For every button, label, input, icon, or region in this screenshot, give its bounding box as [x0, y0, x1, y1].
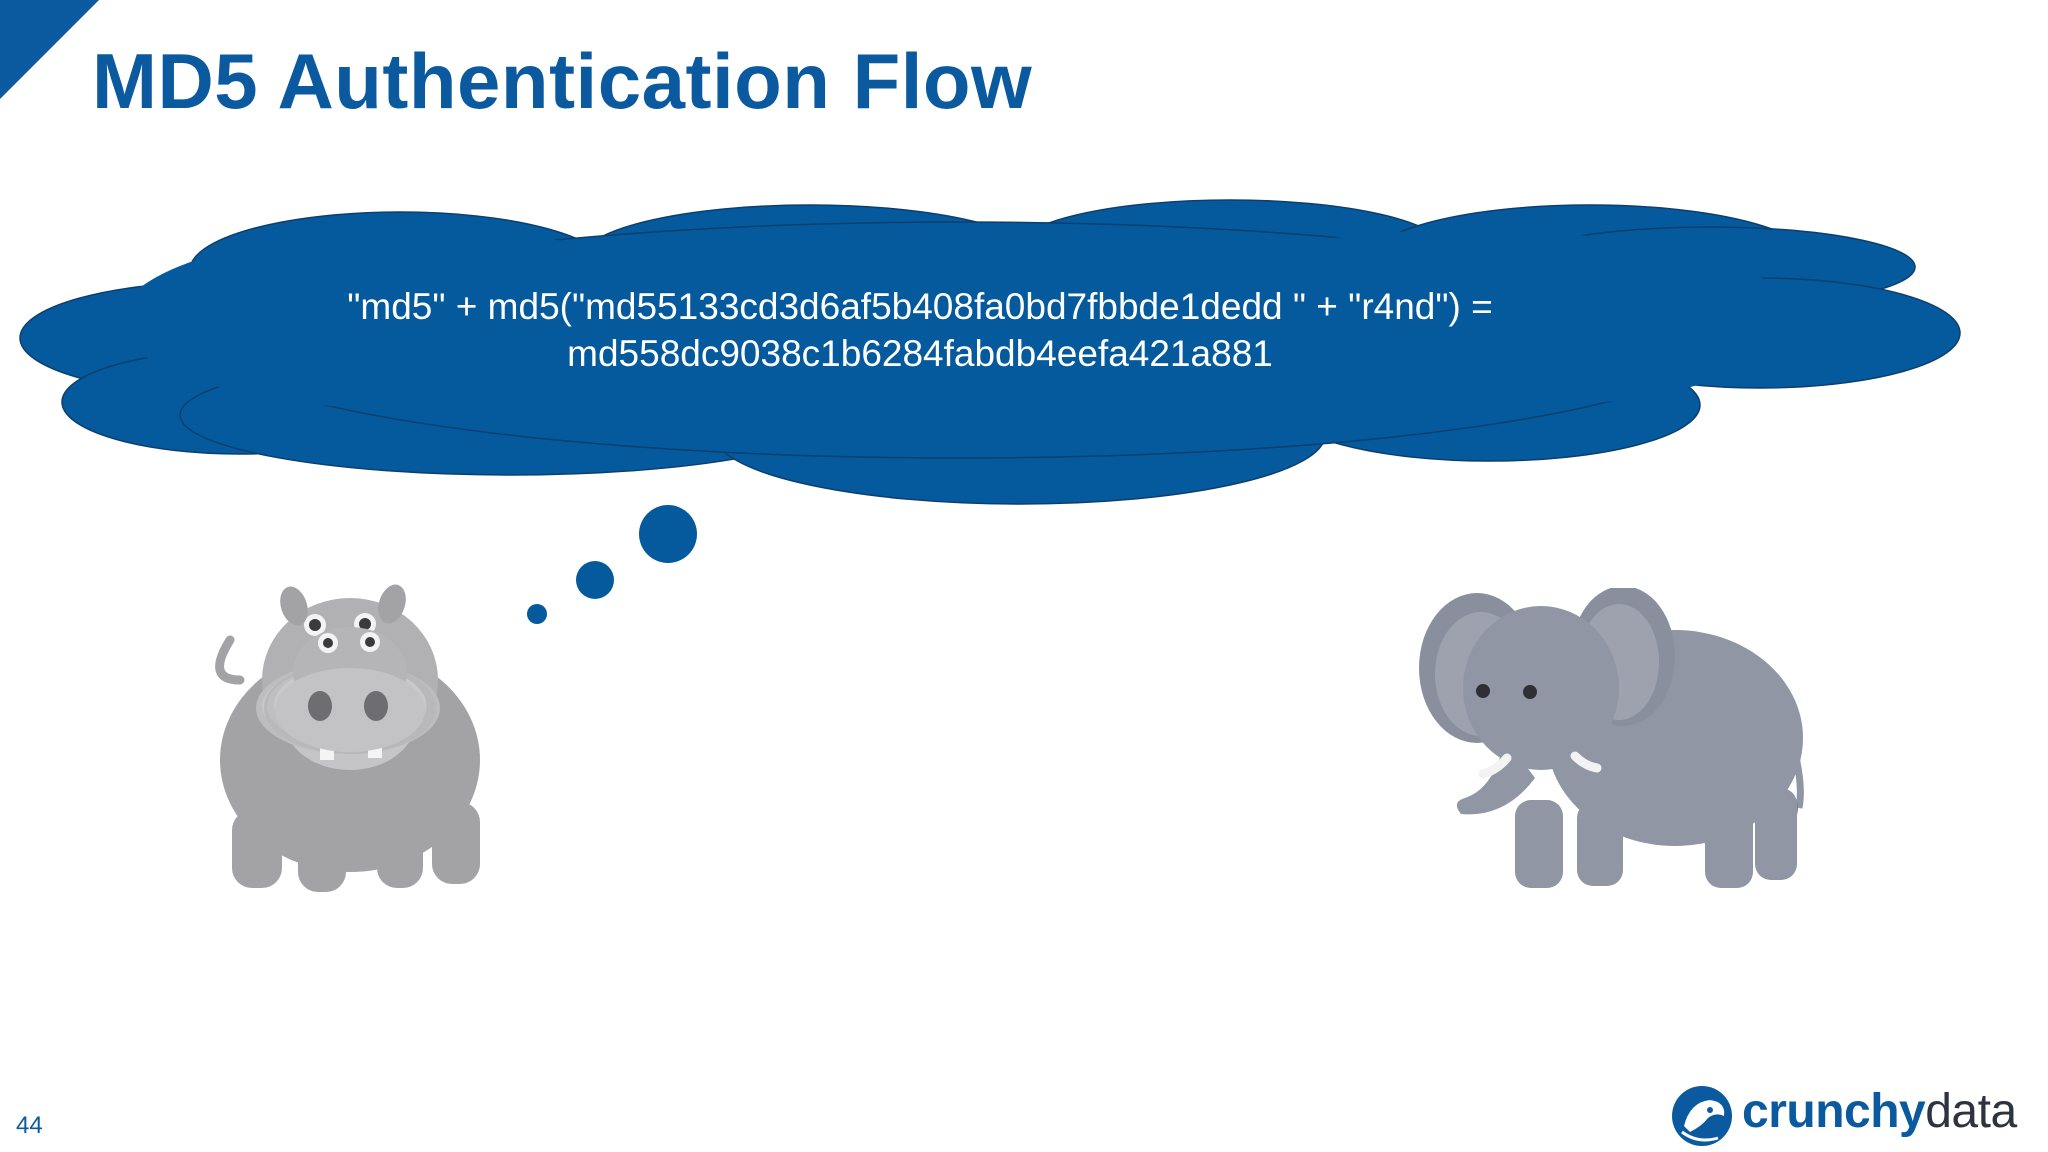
page-number: 44 — [16, 1112, 43, 1139]
corner-accent — [0, 0, 99, 99]
formula-line-1: "md5" + md5("md55133cd3d6af5b408fa0bd7fb… — [347, 286, 1493, 327]
thought-cloud — [19, 199, 1961, 505]
slide-title: MD5 Authentication Flow — [92, 37, 1033, 125]
logo-word-crunchy: crunchy — [1742, 1085, 1926, 1138]
formula-line-2: md558dc9038c1b6284fabdb4eefa421a881 — [567, 333, 1273, 374]
crunchydata-logo: crunchydata — [1668, 1082, 2048, 1152]
thought-bubble-dots — [527, 505, 697, 624]
hippo-illustration — [215, 584, 480, 892]
md5-formula-text: "md5" + md5("md55133cd3d6af5b408fa0bd7fb… — [240, 283, 1600, 377]
crunchy-mascot-icon — [1672, 1086, 1732, 1146]
logo-word-data: data — [1925, 1085, 2017, 1138]
logo-wordmark: crunchydata — [1742, 1084, 2017, 1139]
elephant-illustration — [1419, 588, 1804, 888]
